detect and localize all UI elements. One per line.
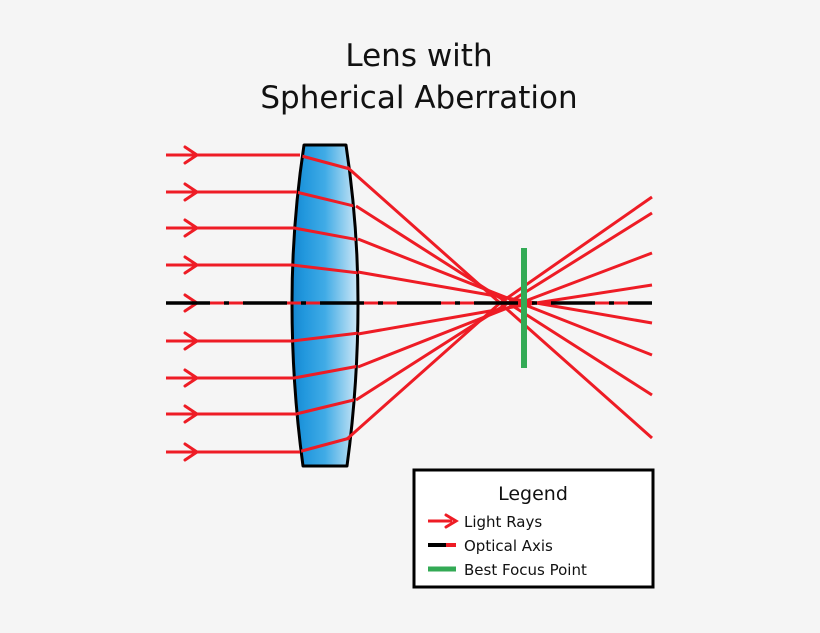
inner-ray-7 [293, 364, 358, 380]
arrowhead-icon-8 [183, 404, 200, 424]
refracted-ray-4 [357, 270, 653, 325]
legend-box [412, 468, 655, 589]
refracted-ray-8 [355, 211, 653, 402]
legend-label-light-rays: Light Rays [464, 513, 542, 531]
legend: Legend Light Rays Optical Axis Best Focu… [412, 468, 655, 589]
inner-ray-2 [295, 190, 358, 209]
refracted-ray-9 [346, 195, 653, 441]
legend-title: Legend [498, 483, 568, 505]
inner-ray-3 [293, 226, 358, 242]
arrowhead-icon-2 [183, 182, 200, 202]
legend-label-best-focus-point: Best Focus Point [464, 561, 587, 579]
title-line-1: Lens with [345, 38, 492, 74]
arrowhead-icon-4 [183, 255, 200, 275]
figure-title: Lens with Spherical Aberration [260, 38, 577, 116]
refracted-ray-7 [357, 251, 653, 369]
arrowhead-icon-7 [183, 368, 200, 388]
inner-ray-1 [297, 153, 351, 171]
inner-ray-8 [295, 397, 358, 416]
legend-item-light-rays[interactable]: Light Rays [428, 513, 542, 531]
rays-inside-lens [292, 153, 358, 454]
legend-label-optical-axis: Optical Axis [464, 537, 553, 555]
title-line-2: Spherical Aberration [260, 80, 577, 116]
legend-item-best-focus-point[interactable]: Best Focus Point [428, 561, 587, 579]
inner-ray-4 [292, 263, 358, 275]
ray-arrowheads [183, 145, 200, 462]
arrowhead-icon-6 [183, 331, 200, 351]
arrowhead-icon-1 [183, 145, 200, 165]
legend-arrowhead-icon [444, 513, 459, 529]
inner-ray-9 [297, 436, 351, 454]
lens-body [290, 143, 360, 468]
arrowhead-icon-9 [183, 442, 200, 462]
inner-ray-6 [292, 331, 358, 343]
arrowhead-icon-3 [183, 218, 200, 238]
legend-item-optical-axis[interactable]: Optical Axis [428, 537, 553, 555]
incoming-light-rays [166, 153, 300, 454]
lens-element [290, 143, 360, 468]
